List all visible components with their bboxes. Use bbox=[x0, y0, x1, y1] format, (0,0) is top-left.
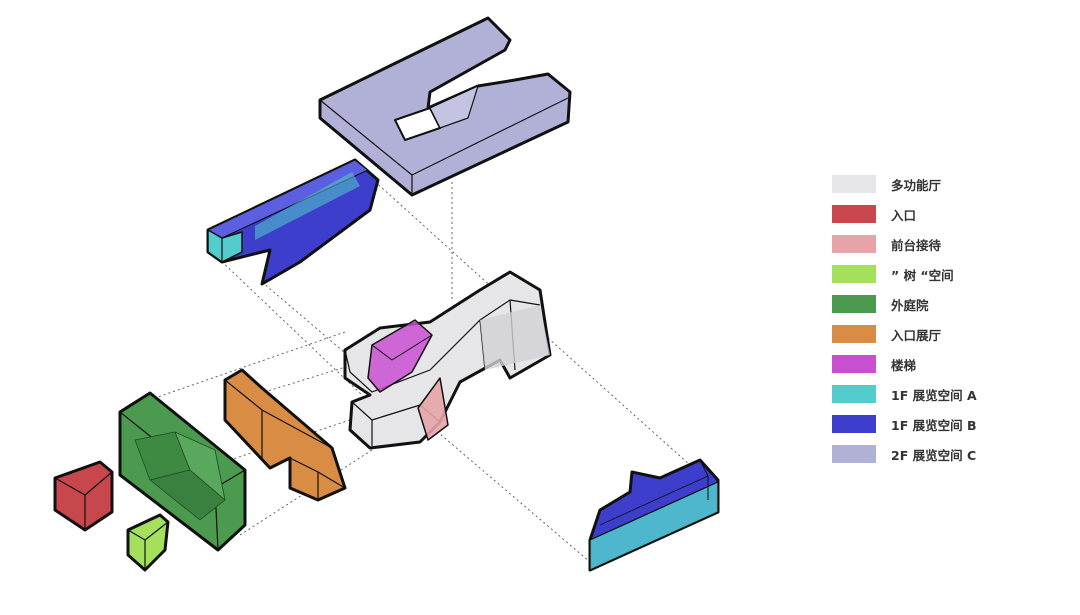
volume-stair bbox=[367, 319, 433, 393]
volume-reception bbox=[417, 377, 449, 441]
legend-item: 1F 展览空间 B bbox=[832, 414, 1032, 434]
volume-1f-exhibition-ab-lower bbox=[588, 458, 720, 572]
legend-item: 1F 展览空间 A bbox=[832, 384, 1032, 404]
legend-swatch bbox=[832, 235, 876, 253]
legend-item: 2F 展览空间 C bbox=[832, 444, 1032, 464]
volume-multifunction-hall bbox=[343, 270, 552, 450]
volume-outer-courtyard bbox=[118, 391, 247, 552]
legend-label: 1F 展览空间 A bbox=[891, 387, 977, 403]
volume-tree-space bbox=[126, 513, 170, 572]
legend-label: 外庭院 bbox=[891, 297, 929, 313]
legend-item: 多功能厅 bbox=[832, 174, 1032, 194]
legend-swatch bbox=[832, 385, 876, 403]
legend-item: 入口展厅 bbox=[832, 324, 1032, 344]
legend-item: 楼梯 bbox=[832, 354, 1032, 374]
legend-label: 2F 展览空间 C bbox=[891, 447, 977, 463]
legend-label: 入口 bbox=[891, 207, 917, 223]
legend-swatch bbox=[832, 265, 876, 283]
legend-item: 入口 bbox=[832, 204, 1032, 224]
legend-swatch bbox=[832, 175, 876, 193]
legend-swatch bbox=[832, 355, 876, 373]
legend-swatch bbox=[832, 295, 876, 313]
legend-label: 前台接待 bbox=[891, 237, 942, 253]
legend-swatch bbox=[832, 445, 876, 463]
legend-item: 外庭院 bbox=[832, 294, 1032, 314]
legend-swatch bbox=[832, 415, 876, 433]
legend-swatch bbox=[832, 205, 876, 223]
legend-label: 楼梯 bbox=[891, 357, 917, 373]
legend-label: 1F 展览空间 B bbox=[891, 417, 977, 433]
legend-label: 多功能厅 bbox=[891, 177, 942, 193]
volume-2f-exhibition-c bbox=[318, 16, 572, 197]
volume-entrance bbox=[53, 460, 114, 532]
legend-item: ” 树 “空间 bbox=[832, 264, 1032, 284]
legend: 多功能厅入口前台接待 ” 树 “空间外庭院入口展厅楼梯 1F 展览空间 A 1F 展览… bbox=[832, 174, 1032, 474]
legend-swatch bbox=[832, 325, 876, 343]
legend-label: ” 树 “空间 bbox=[891, 267, 954, 283]
legend-label: 入口展厅 bbox=[891, 327, 942, 343]
volume-entrance-hall bbox=[223, 368, 347, 502]
legend-item: 前台接待 bbox=[832, 234, 1032, 254]
volume-1f-exhibition-ab-upper bbox=[206, 158, 380, 286]
